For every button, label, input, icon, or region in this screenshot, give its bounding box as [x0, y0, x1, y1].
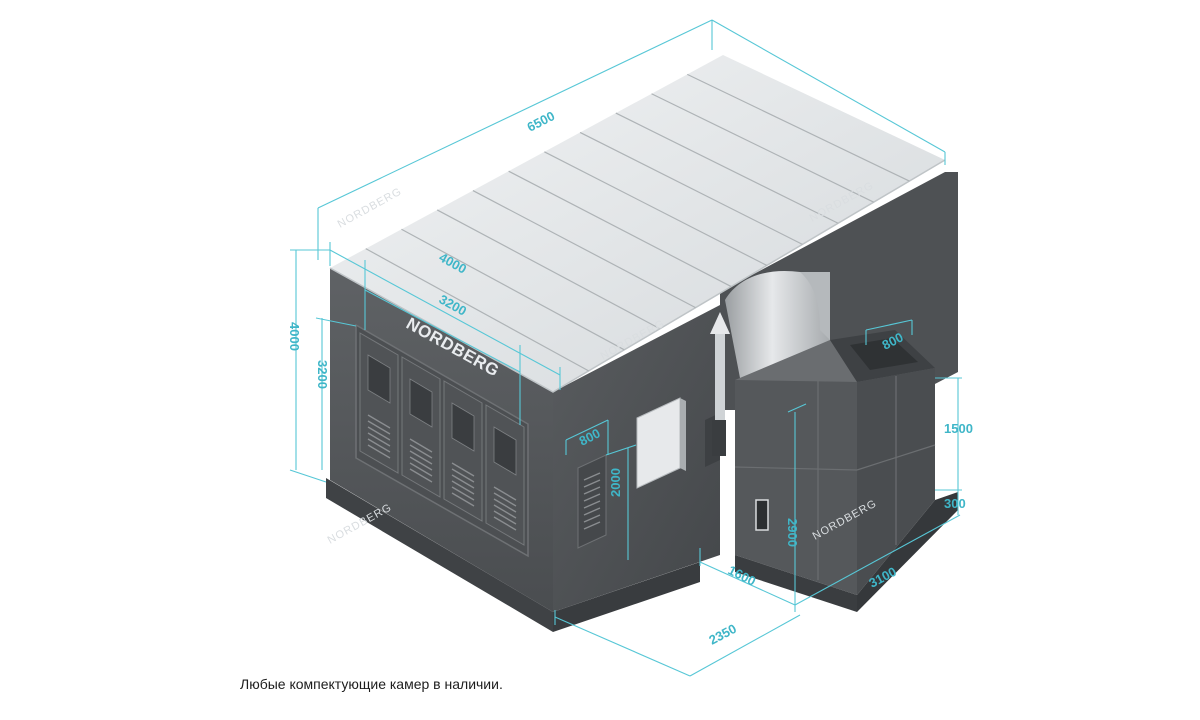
- door-grille: [583, 479, 601, 488]
- dim-2350: 2350: [706, 621, 739, 648]
- dim-3200-height: 3200: [315, 360, 330, 389]
- door-grille: [367, 414, 391, 429]
- door-window: [367, 354, 391, 404]
- door-grille: [367, 426, 391, 441]
- roof-rib: [401, 228, 625, 351]
- door-grille: [583, 507, 601, 516]
- door-grille: [493, 486, 517, 501]
- front-doors: [355, 323, 529, 558]
- side-door-vents: [583, 472, 601, 530]
- base-plinth-side: [553, 562, 700, 632]
- door-grille: [409, 462, 433, 477]
- roof-rib: [544, 151, 768, 266]
- roof: [330, 55, 945, 392]
- roof-ribs: [365, 73, 910, 372]
- door-grille: [493, 510, 517, 525]
- door-window: [409, 378, 433, 428]
- caption-text: Любые компектующие камер в наличии.: [240, 676, 503, 692]
- door-grille: [583, 493, 601, 502]
- module-front: [735, 380, 857, 595]
- dim-2900: 2900: [785, 518, 800, 547]
- roof-rib: [508, 170, 732, 288]
- door-grille: [409, 456, 433, 471]
- dim-2000: 2000: [608, 468, 623, 497]
- door-grille: [583, 514, 601, 523]
- roof-rib: [436, 209, 661, 330]
- door-grille: [583, 500, 601, 509]
- door-grille: [583, 486, 601, 495]
- door-grille: [409, 450, 433, 465]
- base-plinth: [326, 478, 553, 632]
- door-grille: [451, 492, 475, 507]
- door-grille: [493, 492, 517, 507]
- module-handle: [755, 499, 769, 531]
- door-grille: [367, 444, 391, 459]
- roof-rib: [472, 190, 696, 309]
- door-grille: [367, 432, 391, 447]
- door-window: [451, 402, 475, 452]
- door-window: [493, 426, 517, 476]
- door-grille: [367, 420, 391, 435]
- door-grille: [451, 462, 475, 477]
- dim-1500: 1500: [944, 421, 973, 436]
- door-grille: [451, 480, 475, 495]
- dim-4000-height: 4000: [287, 322, 302, 351]
- control-cabinet: [636, 397, 686, 489]
- door-grille: [409, 444, 433, 459]
- door-grille: [409, 468, 433, 483]
- door-frame: [355, 323, 529, 558]
- exhaust-pipe: [715, 330, 725, 420]
- roof-rib: [651, 93, 874, 203]
- door-grille: [367, 438, 391, 453]
- door-grille: [451, 486, 475, 501]
- roof-rib: [579, 131, 803, 245]
- door-grille: [493, 498, 517, 513]
- door-grille: [409, 438, 433, 453]
- dim-6500: 6500: [525, 108, 558, 134]
- roof-rib: [615, 112, 839, 224]
- door-grille: [451, 474, 475, 489]
- door-grille: [493, 504, 517, 519]
- watermark: NORDBERG: [336, 185, 404, 230]
- roof-edge: [329, 159, 946, 393]
- door-grille: [583, 521, 601, 530]
- door-grille: [493, 516, 517, 531]
- side-door: [577, 454, 607, 549]
- roof-rib: [687, 73, 910, 182]
- dim-300: 300: [944, 496, 966, 511]
- exhaust-arrow: [710, 312, 730, 334]
- roof-rib: [365, 248, 589, 372]
- door-grille: [583, 472, 601, 481]
- door-panels: [359, 332, 525, 546]
- ventilation-module: [710, 270, 958, 612]
- door-grille: [451, 468, 475, 483]
